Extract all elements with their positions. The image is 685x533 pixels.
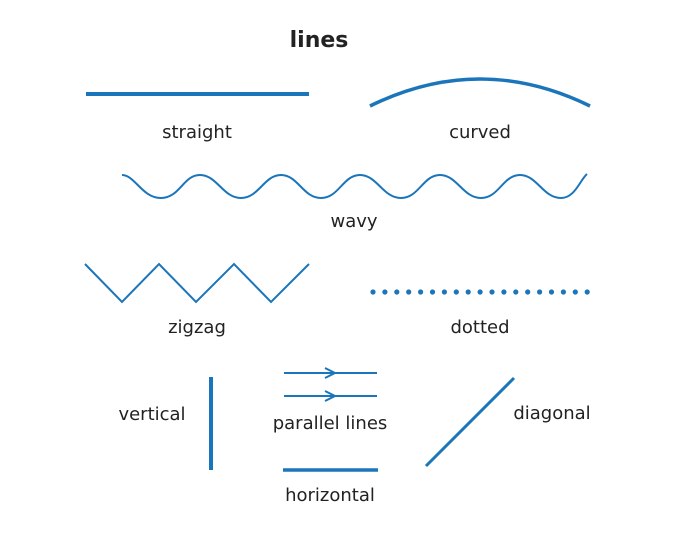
dot [572,289,578,295]
label-vertical: vertical [118,404,186,425]
zigzag-line [84,262,310,304]
arrow-right-icon [324,390,338,402]
dot [382,289,388,295]
dot [584,289,590,295]
label-horizontal: horizontal [285,485,375,506]
dot [501,289,507,295]
page-title: lines [289,28,349,53]
diagonal-line [424,376,516,468]
dot [465,289,471,295]
dot [441,289,447,295]
dot [406,289,412,295]
dot [525,289,531,295]
dot [560,289,567,295]
dot [537,289,543,295]
dot [418,289,424,295]
label-parallel-lines: parallel lines [272,413,388,434]
dot [548,289,555,295]
dot [394,289,400,295]
label-curved: curved [449,122,511,143]
dotted-line [370,289,590,295]
label-straight: straight [162,122,232,143]
label-wavy: wavy [330,211,378,232]
curved-line [369,77,591,108]
label-diagonal: diagonal [513,403,591,424]
dot [429,289,436,295]
arrow-right-icon [324,367,338,379]
label-dotted: dotted [450,317,510,338]
label-zigzag: zigzag [168,317,226,338]
dot [489,289,495,295]
dot [477,289,483,295]
dot [370,289,376,295]
dot [453,289,459,295]
wavy-line [121,173,588,200]
dot [513,289,519,295]
